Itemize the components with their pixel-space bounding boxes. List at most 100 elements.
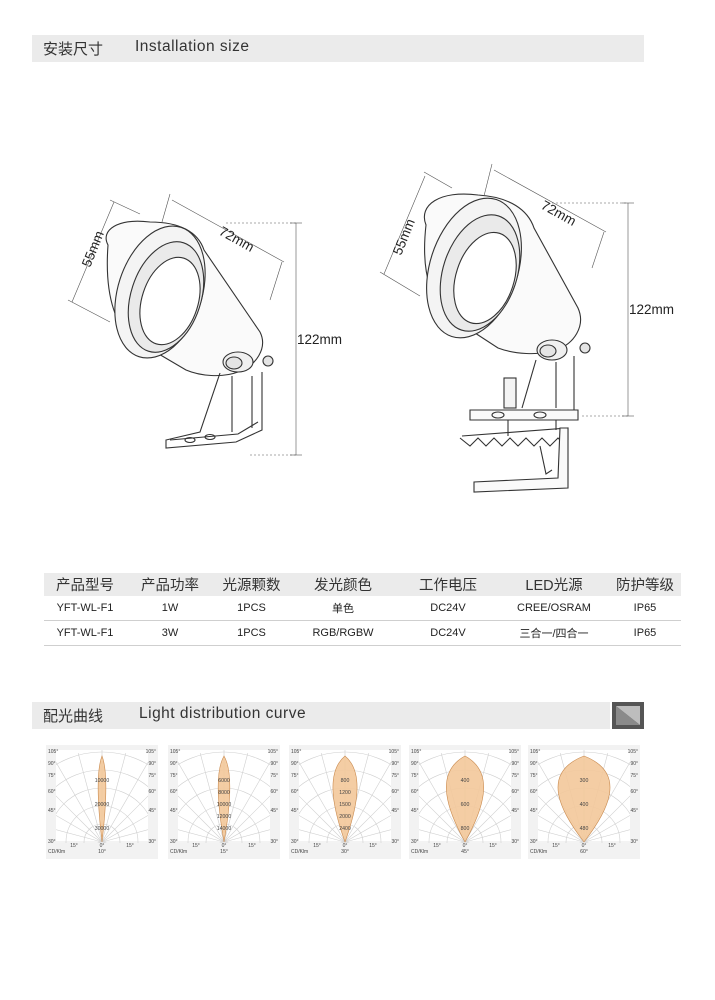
light-distribution-header: 配光曲线 Light distribution curve <box>32 702 610 729</box>
left-diameter-label: 55mm <box>79 229 107 269</box>
header-cell: 防护等级 <box>616 578 674 594</box>
angle-label: 30° <box>630 839 638 845</box>
angle-label: 15° <box>608 843 616 849</box>
angle-label: 60° <box>48 789 56 795</box>
installation-title-en: Installation size <box>135 38 250 55</box>
beam-angle-label: 60° <box>580 849 588 855</box>
angle-label: 30° <box>170 839 178 845</box>
angle-label: 45° <box>270 808 278 814</box>
spec-table-header: 产品型号 产品功率 光源颗数 发光颜色 工作电压 LED光源 防护等级 <box>44 573 681 596</box>
bracket-mount-fixture <box>67 193 302 456</box>
angle-label: 90° <box>391 761 399 767</box>
angle-label: 75° <box>511 773 519 779</box>
angle-label: 105° <box>170 749 180 755</box>
angle-label: 0° <box>343 843 348 849</box>
table-cell: IP65 <box>633 602 657 614</box>
radial-value-label: 12000 <box>217 814 232 820</box>
angle-label: 30° <box>391 839 399 845</box>
beam-angle-label: 10° <box>98 849 106 855</box>
angle-label: 15° <box>126 843 134 849</box>
angle-label: 105° <box>530 749 540 755</box>
angle-label: 0° <box>100 843 105 849</box>
radial-value-label: 1500 <box>339 802 351 808</box>
header-cell: 光源颗数 <box>222 578 281 594</box>
angle-label: 60° <box>630 789 638 795</box>
right-height-label: 122mm <box>629 302 674 317</box>
radial-value-label: 1200 <box>339 790 351 796</box>
angle-label: 30° <box>511 839 519 845</box>
beam-lobe <box>97 755 107 843</box>
angle-label: 105° <box>291 749 301 755</box>
radial-value-label: 400 <box>461 778 470 784</box>
angle-label: 0° <box>463 843 468 849</box>
angle-label: 45° <box>291 808 299 814</box>
table-cell: IP65 <box>633 627 657 639</box>
angle-label: 45° <box>48 808 56 814</box>
radial-value-label: 8000 <box>218 790 230 796</box>
radial-value-label: 2000 <box>339 814 351 820</box>
angle-label: 75° <box>530 773 538 779</box>
table-cell: 1W <box>161 602 179 614</box>
beam-angle-label: 15° <box>220 849 228 855</box>
angle-label: 45° <box>530 808 538 814</box>
angle-label: 45° <box>391 808 399 814</box>
radial-value-label: 10000 <box>217 802 232 808</box>
table-cell: DC24V <box>430 627 466 639</box>
table-cell: RGB/RGBW <box>312 627 374 639</box>
left-height-label: 122mm <box>297 332 342 347</box>
angle-label: 75° <box>270 773 278 779</box>
angle-label: 60° <box>270 789 278 795</box>
angle-label: 15° <box>489 843 497 849</box>
radial-value-label: 10000 <box>95 778 110 784</box>
angle-label: 90° <box>270 761 278 767</box>
angle-label: 60° <box>391 789 399 795</box>
angle-label: 105° <box>411 749 421 755</box>
angle-label: 45° <box>511 808 519 814</box>
radial-value-label: 400 <box>580 802 589 808</box>
angle-label: 90° <box>48 761 56 767</box>
angle-label: 15° <box>70 843 78 849</box>
spec-table: 产品型号 产品功率 光源颗数 发光颜色 工作电压 LED光源 防护等级 YFT-… <box>44 573 681 646</box>
corner-decoration-icon <box>612 702 644 729</box>
radial-value-label: 30000 <box>95 826 110 832</box>
radial-value-label: 800 <box>461 826 470 832</box>
angle-label: 105° <box>268 749 278 755</box>
curve-title-zh: 配光曲线 <box>43 707 104 725</box>
left-length-label: 72mm <box>217 224 257 255</box>
radial-value-label: 2400 <box>339 826 351 832</box>
right-diameter-label: 55mm <box>390 217 418 257</box>
angle-label: 75° <box>291 773 299 779</box>
angle-label: 75° <box>411 773 419 779</box>
angle-label: 105° <box>509 749 519 755</box>
right-length-label: 72mm <box>539 198 579 229</box>
angle-label: 45° <box>148 808 156 814</box>
radial-value-label: 300 <box>580 778 589 784</box>
angle-label: 60° <box>148 789 156 795</box>
angle-label: 60° <box>511 789 519 795</box>
unit-label: CD/Klm <box>48 849 65 855</box>
angle-label: 15° <box>313 843 321 849</box>
table-cell: YFT-WL-F1 <box>56 627 114 639</box>
radial-value-label: 480 <box>580 826 589 832</box>
angle-label: 75° <box>391 773 399 779</box>
angle-label: 0° <box>222 843 227 849</box>
header-cell: 产品功率 <box>141 578 199 594</box>
angle-label: 30° <box>530 839 538 845</box>
angle-label: 90° <box>148 761 156 767</box>
angle-label: 30° <box>270 839 278 845</box>
installation-title-zh: 安装尺寸 <box>43 40 104 58</box>
table-cell: 1PCS <box>237 627 266 639</box>
table-cell: 单色 <box>332 603 354 615</box>
angle-label: 105° <box>48 749 58 755</box>
angle-label: 90° <box>170 761 178 767</box>
angle-label: 105° <box>628 749 638 755</box>
angle-label: 15° <box>192 843 200 849</box>
angle-label: 90° <box>411 761 419 767</box>
radial-value-label: 800 <box>341 778 350 784</box>
angle-label: 75° <box>48 773 56 779</box>
unit-label: CD/Klm <box>291 849 308 855</box>
